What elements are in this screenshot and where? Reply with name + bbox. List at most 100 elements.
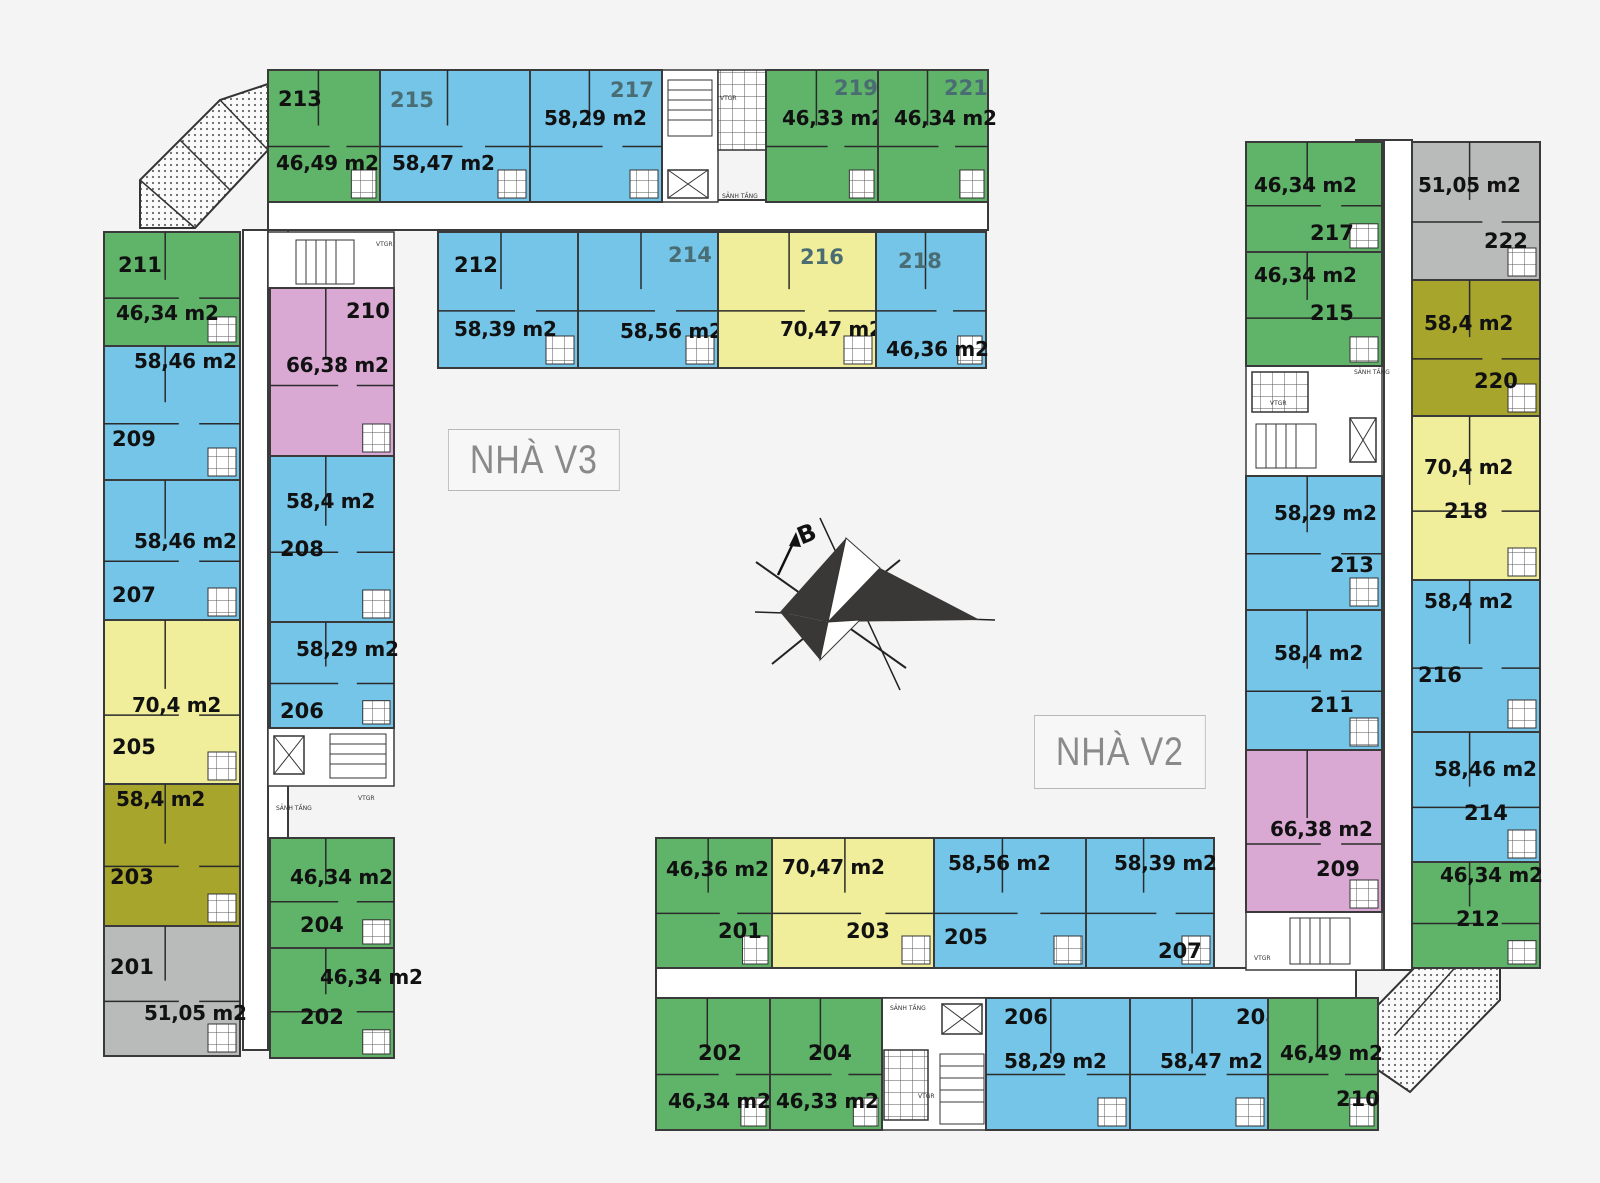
unit-area: 46,33 m2 <box>782 106 885 130</box>
v3-left-lobby-label: SẢNH TẦNG <box>276 804 312 812</box>
v2-corner-terrace <box>1377 961 1501 1094</box>
unit-area: 58,4 m2 <box>286 489 375 513</box>
unit-number: 203 <box>110 865 154 889</box>
v2-bottom-right-core: VTGR <box>1245 911 1383 971</box>
apartment-v3-201: 201 51,05 m2 <box>103 925 247 1057</box>
unit-area: 46,34 m2 <box>668 1089 771 1113</box>
bathroom-tiles <box>1349 879 1379 909</box>
bathroom-tiles <box>741 935 769 965</box>
unit-area: 58,46 m2 <box>134 529 237 553</box>
unit-number: 212 <box>454 253 498 277</box>
apartment-v2-220: 220 58,4 m2 <box>1411 279 1541 417</box>
unit-number: 214 <box>1464 801 1508 825</box>
unit-area: 58,56 m2 <box>948 851 1051 875</box>
v3-top-lobby-label: SẢNH TẦNG <box>722 192 758 200</box>
unit-area: 46,34 m2 <box>320 965 423 989</box>
unit-area: 58,46 m2 <box>134 349 237 373</box>
unit-area: 46,34 m2 <box>894 106 997 130</box>
apartment-v3-206: 206 58,29 m2 <box>269 621 399 729</box>
unit-area: 46,33 m2 <box>776 1089 879 1113</box>
unit-number: 201 <box>110 955 154 979</box>
bathroom-tiles <box>1507 547 1537 577</box>
unit-area: 58,29 m2 <box>1004 1049 1107 1073</box>
unit-area: 58,4 m2 <box>1424 589 1513 613</box>
unit-number: 219 <box>834 76 878 100</box>
bathroom-tiles <box>1349 717 1379 747</box>
unit-area: 46,34 m2 <box>1440 863 1543 887</box>
bathroom-tiles <box>685 335 715 365</box>
apartment-v2-217: 217 46,34 m2 <box>1245 141 1383 253</box>
v2-bottom-shaft-label: VTGR <box>1254 955 1271 962</box>
bathroom-tiles <box>959 169 985 199</box>
unit-number: 218 <box>898 249 942 273</box>
unit-area: 46,34 m2 <box>1254 173 1357 197</box>
unit-area: 70,4 m2 <box>1424 455 1513 479</box>
apartment-v3-212: 212 58,39 m2 <box>437 231 579 369</box>
bathroom-tiles <box>740 1097 767 1127</box>
unit-number: 206 <box>280 699 324 723</box>
unit-area: 66,38 m2 <box>286 353 389 377</box>
unit-area: 58,39 m2 <box>454 317 557 341</box>
unit-area: 58,4 m2 <box>1424 311 1513 335</box>
bathroom-tiles <box>207 316 237 343</box>
unit-number: 208 <box>280 537 324 561</box>
unit-number: 220 <box>1474 369 1518 393</box>
unit-number: 217 <box>1310 221 1354 245</box>
unit-area: 66,38 m2 <box>1270 817 1373 841</box>
v3-left-core-top: VTGR <box>267 231 395 289</box>
bathroom-tiles <box>362 1029 391 1055</box>
bathroom-tiles <box>362 700 391 725</box>
unit-area: 58,29 m2 <box>1274 501 1377 525</box>
bathroom-tiles <box>852 1097 879 1127</box>
apartment-v3-221: 221 46,34 m2 <box>877 69 997 203</box>
bathroom-tiles <box>1349 336 1379 363</box>
unit-number: 210 <box>1336 1087 1380 1111</box>
v3-left-shaft-label-top: VTGR <box>376 241 393 248</box>
bathroom-tiles <box>207 751 237 781</box>
unit-area: 51,05 m2 <box>144 1001 247 1025</box>
unit-number: 222 <box>1484 229 1528 253</box>
unit-area: 70,47 m2 <box>782 855 885 879</box>
unit-area: 58,29 m2 <box>296 637 399 661</box>
v2-bottom-core-shaft-label: VTGR <box>918 1093 935 1100</box>
unit-number: 216 <box>800 245 844 269</box>
apartment-v3-219: 219 46,33 m2 <box>765 69 885 203</box>
v2-right-core: VTGR SẢNH TẦNG <box>1245 365 1390 477</box>
apartment-floor-area <box>529 69 663 203</box>
unit-area: 46,49 m2 <box>1280 1041 1383 1065</box>
unit-number: 205 <box>112 735 156 759</box>
v2-right-lobby-label: SẢNH TẦNG <box>1354 368 1390 376</box>
unit-number: 202 <box>698 1041 742 1065</box>
apartment-v3-208: 208 58,4 m2 <box>269 455 395 623</box>
unit-area: 58,4 m2 <box>1274 641 1363 665</box>
bathroom-tiles <box>1349 1097 1375 1127</box>
unit-number: 221 <box>944 76 988 100</box>
unit-number: 206 <box>1004 1005 1048 1029</box>
unit-area: 58,47 m2 <box>392 151 495 175</box>
bathroom-tiles <box>629 169 659 199</box>
unit-area: 46,34 m2 <box>290 865 393 889</box>
bathroom-tiles <box>843 335 873 365</box>
unit-number: 204 <box>300 913 344 937</box>
unit-number: 215 <box>1310 301 1354 325</box>
v2-bottom-lobby-label: SẢNH TẦNG <box>890 1004 926 1012</box>
apartment-v2-206: 206 58,29 m2 <box>985 997 1131 1131</box>
unit-area: 58,56 m2 <box>620 319 723 343</box>
unit-number: 210 <box>346 299 390 323</box>
bathroom-tiles <box>1349 223 1379 249</box>
